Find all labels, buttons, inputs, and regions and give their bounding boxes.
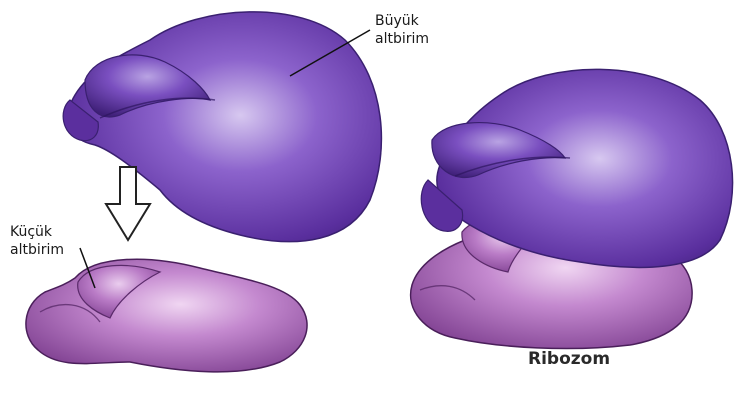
small-subunit-label-line1: Küçük — [10, 223, 64, 241]
large-subunit-label: Büyük altbirim — [375, 12, 429, 48]
small-subunit-label-line2: altbirim — [10, 241, 64, 259]
large-subunit-label-line1: Büyük — [375, 12, 429, 30]
small-subunit-label: Küçük altbirim — [10, 223, 64, 259]
arrow-down-icon — [106, 167, 150, 240]
ribosome-label: Ribozom — [528, 350, 610, 368]
large-subunit-label-line2: altbirim — [375, 30, 429, 48]
small-subunit-left — [26, 259, 307, 372]
